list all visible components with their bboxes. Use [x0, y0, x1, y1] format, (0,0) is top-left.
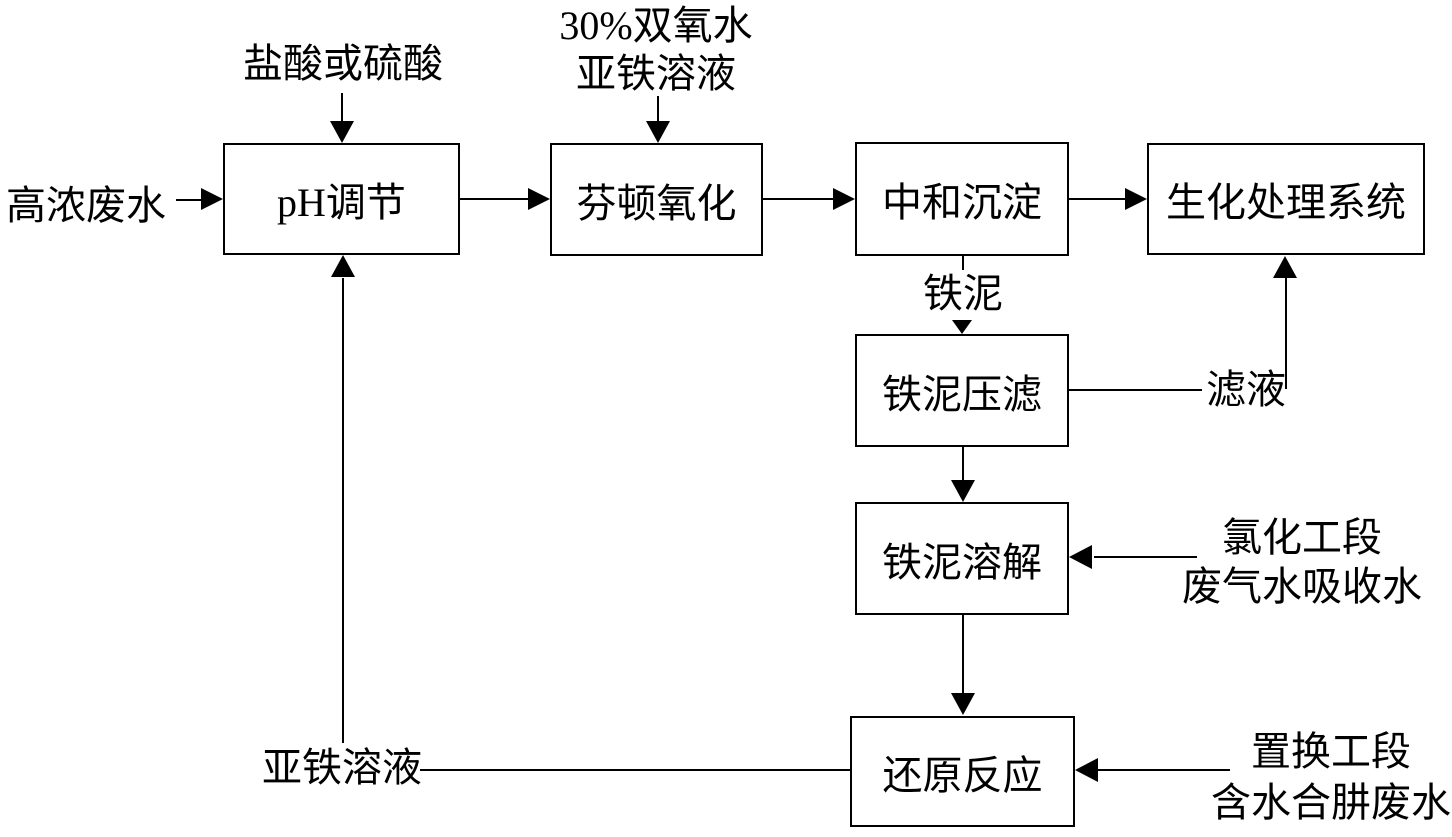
line-press-to-dissolve	[962, 447, 964, 481]
box-reduction-reaction: 还原反应	[850, 716, 1075, 827]
arrowhead-neutral-to-bio-icon	[1125, 188, 1147, 210]
box-neutralization-sedimentation: 中和沉淀	[855, 142, 1069, 256]
box-iron-mud-dissolution: 铁泥溶解	[855, 502, 1069, 615]
arrowhead-press-to-dissolve-icon	[951, 480, 975, 502]
arrowhead-peroxide-to-fenton-icon	[646, 121, 670, 143]
arrowhead-fenton-to-neutral-icon	[833, 188, 855, 210]
line-filtrate-to-bio	[1285, 278, 1287, 389]
line-reduction-to-ferrous	[420, 769, 850, 771]
label-peroxide-ferrous-input: 30%双氧水 亚铁溶液	[536, 2, 776, 98]
line-ferrous-to-ph	[342, 278, 344, 743]
label-ferrous-solution: 亚铁溶液	[262, 745, 422, 790]
arrowhead-influent-to-ph-icon	[201, 188, 223, 210]
label-acid-input: 盐酸或硫酸	[243, 41, 443, 86]
line-dissolve-to-reduction	[962, 615, 964, 694]
arrowhead-ironmud-to-press-icon	[952, 320, 972, 334]
line-peroxide-to-fenton	[657, 96, 659, 123]
box-iron-mud-press-filter: 铁泥压滤	[855, 334, 1069, 447]
line-press-to-filtrate	[1069, 389, 1202, 391]
label-filtrate: 滤液	[1206, 367, 1286, 412]
label-displacement-line1: 置换工段	[1251, 729, 1411, 774]
line-acid-to-ph	[341, 93, 343, 123]
label-displacement-section-wastewater: 置换工段 含水合肼废水	[1211, 726, 1451, 828]
label-high-concentration-wastewater: 高浓废水	[6, 183, 166, 228]
arrowhead-acid-to-ph-icon	[330, 121, 354, 143]
line-ph-to-fenton	[460, 198, 530, 200]
line-neutral-to-ironmud	[962, 256, 964, 270]
box-fenton-oxidation: 芬顿氧化	[550, 143, 763, 256]
box-ph-adjust: pH调节	[223, 143, 460, 255]
label-chlorination-line1: 氯化工段	[1222, 515, 1382, 560]
arrowhead-chlor-to-dissolve-icon	[1069, 545, 1092, 569]
label-peroxide-line2: 亚铁溶液	[576, 51, 736, 96]
label-displacement-line2: 含水合肼废水	[1211, 780, 1451, 825]
label-chlorination-section-water: 氯化工段 废气水吸收水	[1182, 513, 1422, 611]
arrowhead-dissolve-to-reduction-icon	[951, 693, 975, 715]
label-peroxide-line1: 30%双氧水	[559, 3, 753, 48]
line-fenton-to-neutral	[763, 198, 835, 200]
line-influent-to-ph	[176, 199, 204, 201]
line-displace-to-reduction	[1098, 769, 1230, 771]
line-chlor-to-dissolve	[1094, 556, 1197, 558]
label-iron-mud: 铁泥	[923, 271, 1003, 316]
arrowhead-ferrous-to-ph-icon	[331, 255, 355, 277]
box-biochemical-treatment-system: 生化处理系统	[1147, 143, 1425, 255]
arrowhead-displace-to-reduction-icon	[1075, 758, 1098, 782]
line-neutral-to-bio	[1069, 198, 1127, 200]
label-chlorination-line2: 废气水吸收水	[1182, 564, 1422, 609]
arrowhead-filtrate-to-bio-icon	[1273, 256, 1297, 278]
arrowhead-ph-to-fenton-icon	[528, 188, 550, 210]
